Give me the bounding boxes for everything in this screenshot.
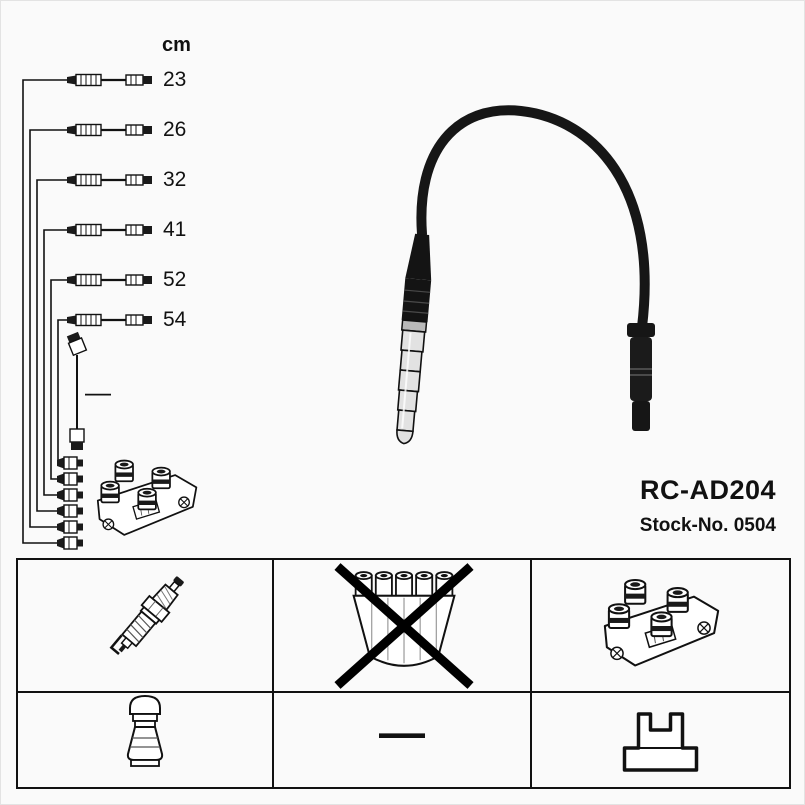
cable-row-icons [65, 73, 154, 327]
coil-pack-icon [603, 578, 720, 667]
length-label-6: 54 [163, 308, 187, 331]
cable-wire [416, 105, 650, 332]
cell-distributor-cap-crossed [274, 560, 532, 693]
length-label-1: 23 [163, 68, 187, 91]
cell-coil-pack [532, 560, 789, 693]
cable-end-boots [56, 456, 84, 550]
cell-spark-plug [18, 560, 274, 693]
unit-header: cm [162, 34, 191, 56]
cell-dash: — [274, 693, 532, 787]
spark-plug-icon [109, 576, 184, 655]
product-model: RC-AD204 [639, 475, 776, 505]
main-cable-drawing [396, 105, 655, 445]
length-label-5: 52 [163, 268, 187, 291]
cable-connector-left [396, 233, 432, 445]
length-label-4: 41 [163, 218, 187, 241]
pictogram-table: — [16, 558, 791, 789]
coil-pack-small [96, 459, 198, 536]
extra-cable [66, 331, 88, 450]
cable-connector-right [627, 323, 655, 431]
stock-number: Stock-No. 0504 [639, 515, 776, 536]
length-label-3: 32 [163, 168, 187, 191]
cell-coil-connector [532, 693, 789, 787]
dash-symbol: — [379, 706, 425, 758]
cable-kit-diagram [22, 73, 655, 550]
length-bracket-lines [22, 79, 67, 544]
plug-boot-icon [126, 694, 164, 767]
no-length-dash: — [85, 377, 111, 407]
crossed-out-x-icon [334, 563, 474, 689]
cell-plug-boot [18, 693, 274, 787]
product-id-block: RC-AD204 Stock-No. 0504 [640, 475, 776, 537]
coil-connector-icon [622, 712, 699, 772]
length-label-2: 26 [163, 118, 187, 141]
